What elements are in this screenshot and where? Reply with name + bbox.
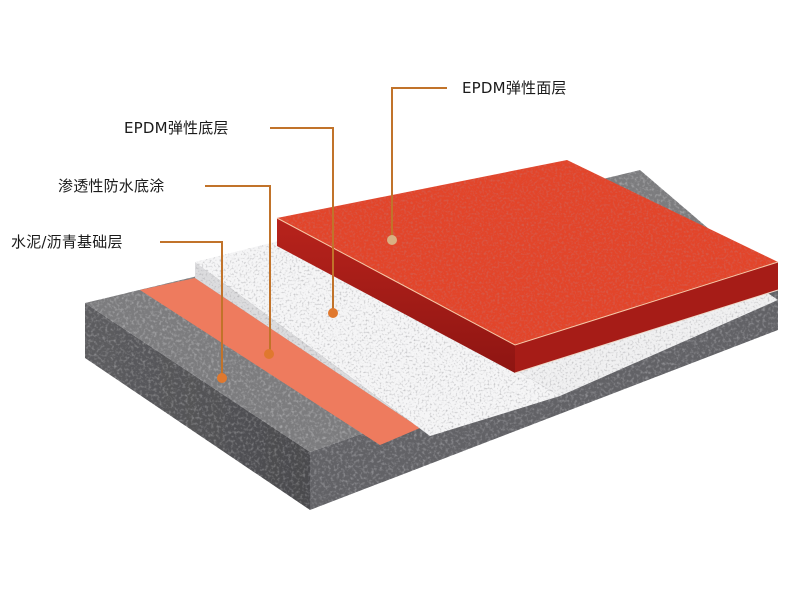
callout-dot-foundation	[217, 373, 227, 383]
label-epdm-base-layer: EPDM弹性底层	[124, 119, 229, 137]
callout-dot-top	[387, 235, 397, 245]
callout-base	[270, 127, 334, 313]
callout-foundation	[160, 241, 223, 378]
label-epdm-top-layer: EPDM弹性面层	[462, 79, 567, 97]
label-primer-layer: 渗透性防水底涂	[58, 177, 165, 195]
callout-dot-primer	[264, 349, 274, 359]
callout-dot-base	[328, 308, 338, 318]
label-foundation-layer: 水泥/沥青基础层	[11, 233, 123, 251]
epdm-top-layer	[276, 160, 779, 374]
callout-top	[391, 87, 447, 240]
callout-primer	[205, 185, 271, 354]
primer-layer	[140, 278, 420, 445]
